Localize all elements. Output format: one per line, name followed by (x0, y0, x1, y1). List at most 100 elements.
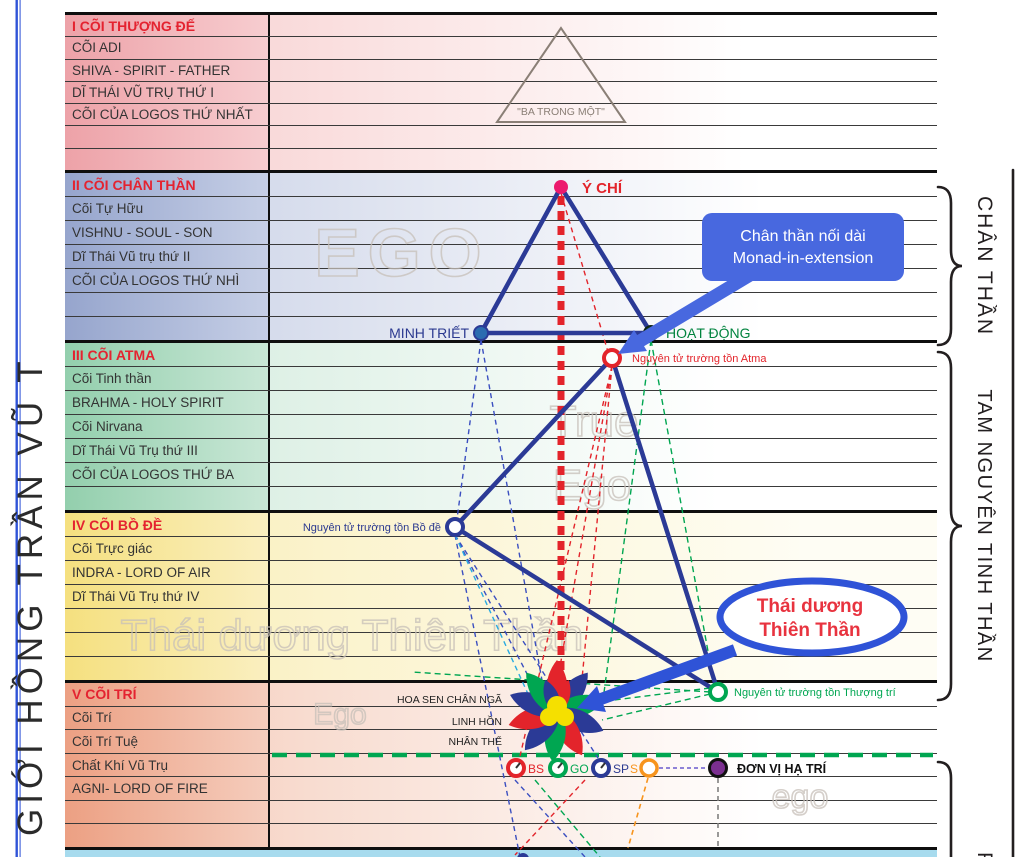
row-label: Chất Khí Vũ Trụ (65, 753, 270, 777)
section-title: III CÕI ATMA (65, 343, 270, 366)
row-label (65, 148, 270, 170)
section-title: V CÕI TRÍ (65, 683, 270, 706)
row-main-area (270, 561, 937, 584)
row-main-area (270, 415, 937, 438)
table-row: INDRA - LORD OF AIR (65, 561, 937, 585)
row-main-area (270, 537, 937, 560)
table-row: AGNI- LORD OF FIRE (65, 777, 937, 801)
brace-label-chan-than: CHÂN THẦN (973, 196, 996, 336)
brace-label-pham-nga: PH (973, 852, 996, 857)
row-label: Cõi Trực giác (65, 537, 270, 560)
table-row: Cõi Tinh thần (65, 367, 937, 391)
row-main-area (270, 197, 937, 220)
section-VI (65, 847, 937, 857)
row-main-area (270, 391, 937, 414)
row-label: Dĩ Thái Vũ Trụ thứ III (65, 439, 270, 462)
table-row (65, 293, 937, 317)
row-label (65, 126, 270, 148)
row-main-area (270, 317, 937, 340)
row-label (65, 800, 270, 824)
row-label: Cõi Tự Hữu (65, 197, 270, 220)
row-main-area (270, 439, 937, 462)
row-label: Cõi Trí (65, 706, 270, 730)
table-row (65, 487, 937, 510)
row-label: CÕI ADI (65, 37, 270, 59)
table-row (65, 126, 937, 149)
table-row: I CÕI THƯỢNG ĐẾ (65, 15, 937, 38)
table-row: Cõi Trực giác (65, 537, 937, 561)
row-main-area (270, 173, 937, 196)
row-main-area (270, 269, 937, 292)
row-label: AGNI- LORD OF FIRE (65, 777, 270, 800)
brace-chan-than (936, 185, 963, 347)
row-main-area (270, 37, 937, 58)
row-main-area (270, 513, 937, 536)
row-main-area (270, 245, 937, 268)
right-panel (936, 168, 1015, 857)
table-row: CÕI CỦA LOGOS THỨ NHÌ (65, 269, 937, 293)
table-row: VISHNU - SOUL - SON (65, 221, 937, 245)
table-row: CÕI CỦA LOGOS THỨ BA (65, 463, 937, 487)
section-title: IV CÕI BỒ ĐỀ (65, 513, 270, 536)
row-main-area (270, 609, 937, 632)
row-main-area (270, 82, 937, 103)
row-main-area (270, 824, 937, 847)
table-row: Cõi Trí Tuệ (65, 730, 937, 754)
table-row: Cõi Trí (65, 706, 937, 731)
row-label: Cõi Nirvana (65, 415, 270, 438)
row-main-area (270, 343, 937, 366)
row-main-area (270, 777, 937, 800)
brace-tam-nguyen (936, 350, 963, 702)
table-row: Dĩ Thái Vũ Trụ thứ IV (65, 585, 937, 609)
table-row (65, 824, 937, 848)
row-label: Cõi Trí Tuệ (65, 730, 270, 753)
row-main-area (270, 15, 937, 36)
row-label: BRAHMA - HOLY SPIRIT (65, 391, 270, 414)
row-label (65, 293, 270, 316)
row-main-area (270, 104, 937, 125)
table-row (65, 317, 937, 340)
table-row: BRAHMA - HOLY SPIRIT (65, 391, 937, 415)
table-row: Chất Khí Vũ Trụ (65, 753, 937, 778)
table-row: Dĩ Thái Vũ Trụ thứ III (65, 439, 937, 463)
row-main-area (270, 463, 937, 486)
row-main-area (270, 585, 937, 608)
row-label: SHIVA - SPIRIT - FATHER (65, 59, 270, 81)
row-label (65, 657, 270, 680)
row-label: CÕI CỦA LOGOS THỨ NHẤT (65, 104, 270, 126)
section-title: II CÕI CHÂN THẦN (65, 173, 270, 196)
row-label: CÕI CỦA LOGOS THỨ NHÌ (65, 269, 270, 292)
left-rail: ẢNH GIỚI HỒNG TRẦN VŨ T (10, 0, 50, 857)
row-main-area (270, 149, 937, 170)
row-main-area (270, 801, 937, 824)
row-main-area (270, 754, 937, 777)
brace-label-tam-nguyen: TAM NGUYÊN TINH THẦN (973, 389, 996, 662)
row-label (65, 609, 270, 632)
table-row: II CÕI CHÂN THẦN (65, 173, 937, 197)
row-main-area (270, 126, 937, 147)
table-row: V CÕI TRÍ (65, 683, 937, 707)
row-main-area (270, 293, 937, 316)
row-main-area (270, 707, 937, 730)
table-row (65, 800, 937, 825)
row-label: CÕI CỦA LOGOS THỨ BA (65, 463, 270, 486)
row-label: Cõi Tinh thần (65, 367, 270, 390)
table-row: Cõi Nirvana (65, 415, 937, 439)
row-main-area (270, 60, 937, 81)
row-label (65, 487, 270, 510)
row-label: DĨ THÁI VŨ TRỤ THỨ I (65, 81, 270, 104)
row-label (65, 317, 270, 340)
table-row (65, 657, 937, 680)
brace-pham-nga (936, 760, 953, 857)
side-title: ẢNH GIỚI HỒNG TRẦN VŨ T (10, 356, 50, 857)
table-row: Dĩ Thái Vũ trụ thứ II (65, 245, 937, 269)
row-main-area (270, 730, 937, 753)
table-row: DĨ THÁI VŨ TRỤ THỨ I (65, 81, 937, 105)
row-main-area (270, 367, 937, 390)
row-main-area (270, 221, 937, 244)
right-panel-labels: CHÂN THẦN TAM NGUYÊN TINH THẦN PH (973, 196, 996, 857)
